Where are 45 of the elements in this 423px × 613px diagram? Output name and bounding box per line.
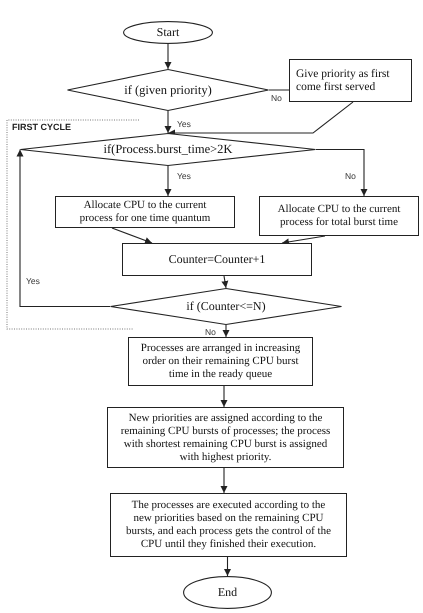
process-box bbox=[259, 196, 419, 236]
process-box bbox=[107, 407, 344, 468]
decision-text: if(Process.burst_time>2K bbox=[104, 143, 232, 156]
process-text: New priorities are assigned according to the remaining CPU bursts of processes; the process with shortest remaining CPU burst is assigned with highest priority. bbox=[120, 412, 331, 464]
flow-arrow bbox=[221, 276, 228, 288]
edge-label: No bbox=[344, 171, 357, 181]
edge-label: Yes bbox=[176, 119, 192, 129]
flow-arrow bbox=[224, 557, 231, 576]
flow-arrow bbox=[222, 325, 230, 337]
flow-arrow bbox=[16, 150, 110, 308]
decision-diamond bbox=[67, 69, 269, 111]
terminal-text: End bbox=[218, 586, 238, 599]
process-text: Allocate CPU to the current process for one time quantum bbox=[78, 199, 212, 225]
process-text: The processes are executed according to the new priorities based on the remaining CPU bursts, and each process gets the control of the CPU until they finished their execution. bbox=[125, 499, 332, 551]
process-text: Give priority as first come first served bbox=[296, 68, 391, 94]
process-text: Allocate CPU to the current process for total burst time bbox=[276, 203, 402, 229]
edge-label: Yes bbox=[176, 171, 192, 181]
edge-label: Yes bbox=[25, 276, 41, 286]
process-box bbox=[110, 493, 347, 557]
process-box bbox=[55, 196, 235, 228]
process-box bbox=[122, 243, 312, 276]
terminal-text: Start bbox=[156, 26, 180, 39]
process-box bbox=[128, 337, 313, 386]
flow-arrow bbox=[164, 166, 172, 196]
edge-label: No bbox=[204, 327, 217, 337]
decision-diamond bbox=[20, 133, 316, 166]
flow-arrow bbox=[282, 235, 326, 246]
terminal-oval bbox=[183, 576, 272, 609]
connector-line bbox=[269, 89, 289, 91]
decision-diamond bbox=[110, 288, 342, 325]
flow-arrow bbox=[220, 468, 228, 493]
flow-arrow bbox=[316, 148, 368, 196]
flow-arrow bbox=[168, 102, 354, 136]
decision-text: if (given priority) bbox=[124, 84, 212, 96]
region-label: FIRST CYCLE bbox=[12, 122, 72, 132]
terminal-oval bbox=[123, 21, 213, 44]
decision-text: if (Counter<=N) bbox=[186, 300, 266, 313]
process-text: Processes are arranged in increasing order on their remaining CPU burst time in the ready queue bbox=[140, 342, 302, 381]
process-box bbox=[289, 59, 412, 102]
flow-arrow bbox=[220, 386, 228, 407]
process-text: Counter=Counter+1 bbox=[168, 253, 266, 266]
edge-label: No bbox=[270, 93, 283, 103]
flow-arrow bbox=[164, 44, 172, 69]
flow-arrow bbox=[112, 227, 152, 244]
flow-arrow bbox=[164, 111, 172, 133]
